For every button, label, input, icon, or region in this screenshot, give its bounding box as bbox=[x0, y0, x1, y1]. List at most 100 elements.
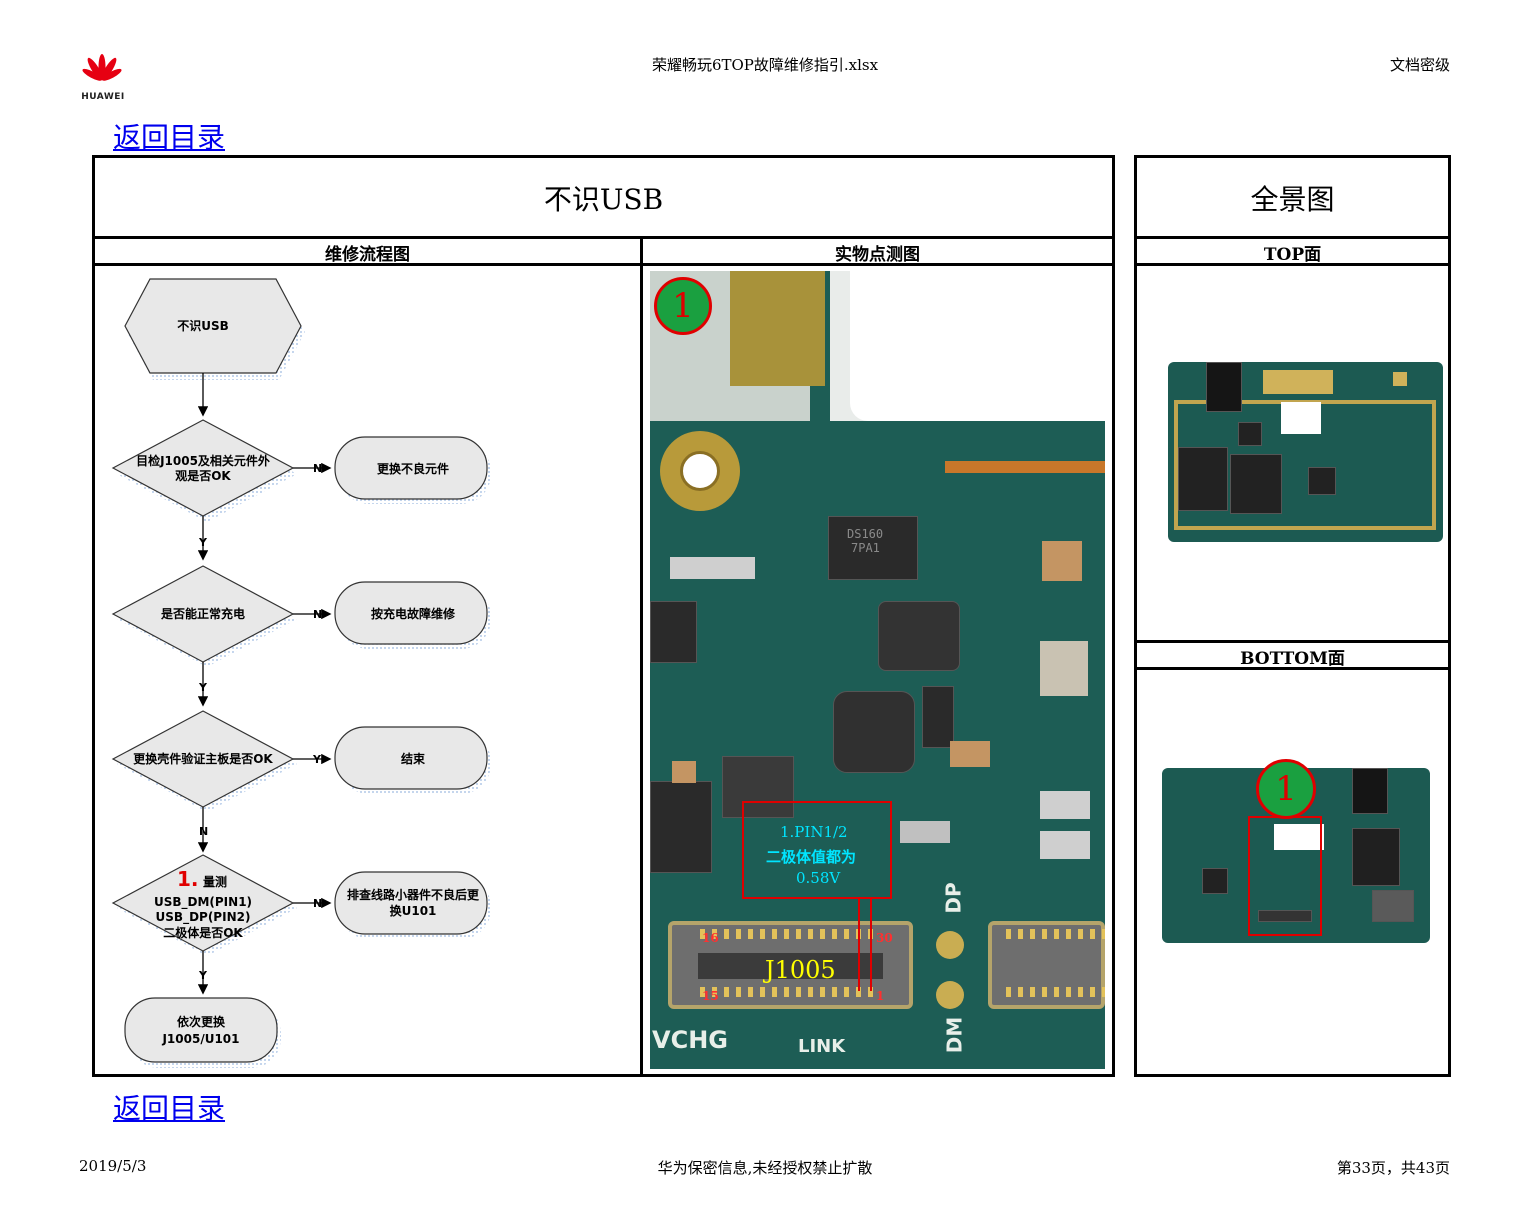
measurement-annotation-box bbox=[742, 801, 892, 899]
back-to-toc-link-bottom[interactable]: 返回目录 bbox=[113, 1092, 226, 1125]
gold-pad bbox=[1393, 372, 1407, 386]
board-cutout bbox=[1281, 402, 1321, 434]
divider bbox=[640, 236, 643, 1077]
pcb-gold-pad bbox=[730, 271, 825, 386]
top-side-label: TOP面 bbox=[1263, 244, 1322, 265]
flow-label-n: N bbox=[313, 462, 322, 475]
capacitor bbox=[670, 557, 755, 579]
flow-end-line1: 依次更换 bbox=[177, 1014, 226, 1029]
ic-chip bbox=[1238, 422, 1262, 446]
flow-q4-number: 1. bbox=[177, 867, 199, 891]
silkscreen-label: LINK bbox=[798, 1036, 846, 1057]
flow-column-header: 维修流程图 bbox=[325, 244, 410, 265]
pin-label: 15 bbox=[702, 989, 719, 1003]
flow-decision-q1 bbox=[111, 419, 295, 517]
test-pad bbox=[936, 981, 964, 1009]
flow-process-a4 bbox=[334, 871, 488, 935]
annotation-line3: 0.58V bbox=[796, 869, 841, 887]
photo-column-header: 实物点测图 bbox=[835, 244, 920, 265]
file-name: 荣耀畅玩6TOP故障维修指引.xlsx bbox=[651, 56, 879, 74]
annotation-line1: 1.PIN1/2 bbox=[780, 823, 848, 841]
ic-chip bbox=[650, 781, 712, 873]
annotation-pointer bbox=[870, 899, 872, 991]
flow-q4-line4: 二极体是否OK bbox=[163, 925, 243, 940]
connector-pins-top bbox=[700, 929, 880, 939]
flow-q1-line1: 目检J1005及相关元件外 bbox=[136, 453, 270, 468]
flow-a4-line2: 换U101 bbox=[390, 903, 437, 918]
connector-pins-top bbox=[1006, 929, 1105, 939]
pin-label: 16 bbox=[702, 931, 719, 945]
ic-chip bbox=[1178, 447, 1228, 511]
ic-chip bbox=[1308, 467, 1336, 495]
chip-marking: DS160 bbox=[847, 527, 884, 541]
repair-flowchart: 不识USB 目检J1005及相关元件外 观是否OK N 更换不良元件 Y 是否能… bbox=[111, 278, 491, 1068]
ic-chip bbox=[1202, 868, 1228, 894]
flow-label-n: N bbox=[199, 825, 208, 838]
flow-a1-text: 更换不良元件 bbox=[377, 461, 449, 476]
flow-process-a1 bbox=[334, 436, 488, 500]
sd-slot bbox=[1372, 890, 1414, 922]
flow-a3-text: 结束 bbox=[401, 751, 426, 766]
capacitor bbox=[900, 821, 950, 843]
flow-label-n: N bbox=[313, 608, 322, 621]
panorama-table bbox=[1134, 155, 1451, 1077]
panorama-title: 全景图 bbox=[1250, 182, 1335, 216]
panorama-marker-number: 1 bbox=[1275, 769, 1297, 809]
flow-process-a2 bbox=[334, 581, 488, 645]
capacitor bbox=[1040, 641, 1088, 696]
test-pad bbox=[936, 931, 964, 959]
flow-q4-line1: 量测 bbox=[203, 874, 227, 889]
capacitor bbox=[1040, 791, 1090, 819]
ic-chip: DS160 7PA1 bbox=[828, 516, 918, 580]
flow-label-n: N bbox=[313, 897, 322, 910]
sim-slot bbox=[1352, 828, 1400, 886]
pcb-measurement-photo: DS160 7PA1 J1005 16 30 15 1 DP DM VCHG L… bbox=[650, 271, 1105, 1069]
location-marker: 1 bbox=[654, 277, 712, 335]
divider bbox=[1134, 667, 1451, 670]
flow-label-y: Y bbox=[198, 536, 208, 549]
flow-q2-text: 是否能正常充电 bbox=[160, 606, 245, 621]
footer-date: 2019/5/3 bbox=[79, 1157, 147, 1175]
flow-a4-line1: 排查线路小器件不良后更 bbox=[347, 887, 480, 902]
location-marker-number: 1 bbox=[672, 286, 694, 326]
footer-page-number: 第33页，共43页 bbox=[1336, 1159, 1450, 1177]
flow-start-shape bbox=[124, 278, 302, 374]
divider bbox=[92, 236, 1115, 239]
main-title: 不识USB bbox=[543, 182, 664, 216]
audio-jack bbox=[1352, 768, 1388, 814]
flow-label-y: Y bbox=[198, 969, 208, 982]
ic-chip bbox=[650, 601, 697, 663]
flow-q4-line3: USB_DP(PIN2) bbox=[156, 910, 251, 925]
ic-chip bbox=[1230, 454, 1282, 514]
divider bbox=[1134, 263, 1451, 266]
screw-hole-center bbox=[680, 451, 720, 491]
pcb-substrate bbox=[850, 271, 1105, 421]
connector-pins-bottom bbox=[1006, 987, 1105, 997]
flow-q1-line2: 观是否OK bbox=[175, 469, 231, 483]
silkscreen-label: DM bbox=[942, 1016, 967, 1054]
huawei-logo-text: HUAWEI bbox=[81, 92, 125, 102]
inductor bbox=[833, 691, 915, 773]
gold-pad bbox=[1263, 370, 1333, 394]
panorama-location-marker: 1 bbox=[1256, 759, 1316, 819]
flow-process-a3 bbox=[334, 726, 488, 790]
connector-pins-bottom bbox=[700, 987, 880, 997]
ic-chip bbox=[722, 756, 794, 818]
flow-a2-text: 按充电故障维修 bbox=[371, 606, 456, 621]
flow-label-y: Y bbox=[312, 753, 322, 766]
audio-jack bbox=[1206, 362, 1242, 412]
connector bbox=[1258, 910, 1312, 922]
back-to-toc-link-top[interactable]: 返回目录 bbox=[113, 121, 226, 154]
pin-label: 30 bbox=[876, 931, 893, 945]
silkscreen-label: DP bbox=[941, 882, 966, 914]
chip-marking: 7PA1 bbox=[851, 541, 880, 555]
top-board-photo bbox=[1168, 362, 1443, 542]
capacitor bbox=[950, 741, 990, 767]
pcb-strip bbox=[945, 461, 1105, 473]
flow-label-y: Y bbox=[198, 681, 208, 694]
connector-body bbox=[698, 953, 883, 979]
huawei-logo-icon bbox=[82, 54, 122, 81]
capacitor bbox=[672, 761, 696, 783]
connector-label: J1005 bbox=[765, 956, 836, 984]
main-table bbox=[92, 155, 1115, 1077]
